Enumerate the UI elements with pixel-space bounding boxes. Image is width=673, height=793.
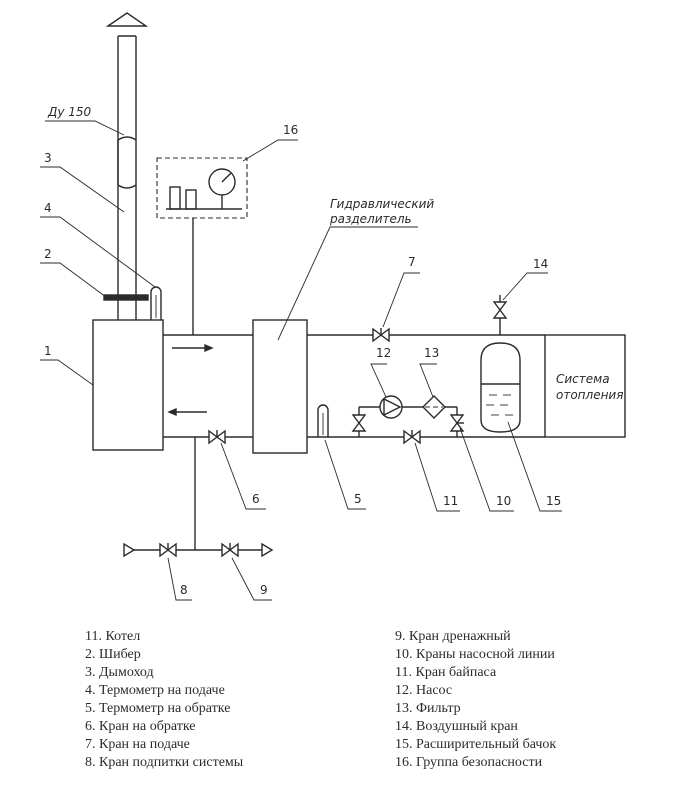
legend-item: 10. Краны насосной линии <box>395 647 555 662</box>
legend-item: 13. Фильтр <box>395 701 461 716</box>
safety-group-valve-2 <box>185 189 197 210</box>
bypass-valve <box>403 429 414 445</box>
separator-leader <box>277 226 418 341</box>
safety-group-valve-1 <box>169 186 181 210</box>
damper <box>103 294 149 301</box>
callout-4: 4 <box>44 201 52 215</box>
legend-item: 3. Дымоход <box>85 665 154 680</box>
boiler <box>92 319 164 451</box>
heating-system-label-2: отопления <box>556 388 623 402</box>
callout-12: 12 <box>376 346 391 360</box>
separator-label-2: разделитель <box>329 212 412 226</box>
legend-item: 6. Кран на обратке <box>85 719 196 734</box>
chimney-break-lower <box>117 184 137 189</box>
callout-14: 14 <box>533 257 548 271</box>
chimney-break-upper <box>117 136 137 141</box>
supply-thermometer <box>150 286 162 320</box>
chimney-cap <box>105 12 149 27</box>
safety-group-frame <box>156 157 248 219</box>
legend-item: 9. Кран дренажный <box>395 629 511 644</box>
callout-13: 13 <box>424 346 439 360</box>
supply-valve <box>372 327 383 343</box>
legend-left-column: 11. Котел 2. Шибер 3. Дымоход 4. Термоме… <box>85 628 243 772</box>
callout-16: 16 <box>283 123 298 137</box>
legend-item: 8. Кран подпитки системы <box>85 755 244 770</box>
chimney-diameter-label: Ду 150 <box>47 105 92 119</box>
legend-item: 15. Расширительный бачок <box>395 737 557 752</box>
legend-item: 5. Термометр на обратке <box>85 701 231 716</box>
air-valve <box>492 301 508 312</box>
separator-label-1: Гидравлический <box>330 197 434 211</box>
callout-15: 15 <box>546 494 561 508</box>
pump-line-valve-right <box>449 414 465 425</box>
legend-item: 16. Группа безопасности <box>395 755 543 770</box>
expansion-tank <box>480 342 521 433</box>
callout-8: 8 <box>180 583 188 597</box>
callout-10: 10 <box>496 494 511 508</box>
legend-item: 12. Насос <box>395 683 453 698</box>
callout-1: 1 <box>44 344 52 358</box>
heating-system-label-1: Система <box>556 372 610 386</box>
legend-right-column: 9. Кран дренажный 10. Краны насосной лин… <box>395 628 556 772</box>
legend-item: 14. Воздушный кран <box>395 719 518 734</box>
return-valve <box>208 429 219 445</box>
callout-11: 11 <box>443 494 458 508</box>
callout-7: 7 <box>408 255 416 269</box>
drain-valve <box>221 542 232 558</box>
legend-item: 2. Шибер <box>85 647 141 662</box>
pump-line-valve-left <box>351 414 367 425</box>
return-thermometer <box>317 404 329 437</box>
callout-9: 9 <box>260 583 268 597</box>
hydraulic-separator <box>252 319 308 454</box>
legend-item: 11. Котел <box>85 629 141 644</box>
heating-system-box <box>544 334 626 438</box>
heating-scheme-diagram: Система отопления Гидравлический раздели… <box>40 12 626 601</box>
pump <box>379 395 403 419</box>
callout-5: 5 <box>354 492 362 506</box>
legend-item: 11. Кран байпаса <box>395 665 497 680</box>
legend-item: 4. Термометр на подаче <box>85 683 225 698</box>
callout-3: 3 <box>44 151 52 165</box>
callout-2: 2 <box>44 247 52 261</box>
makeup-valve <box>159 542 170 558</box>
legend-item: 7. Кран на подаче <box>85 737 190 752</box>
callout-6: 6 <box>252 492 260 506</box>
